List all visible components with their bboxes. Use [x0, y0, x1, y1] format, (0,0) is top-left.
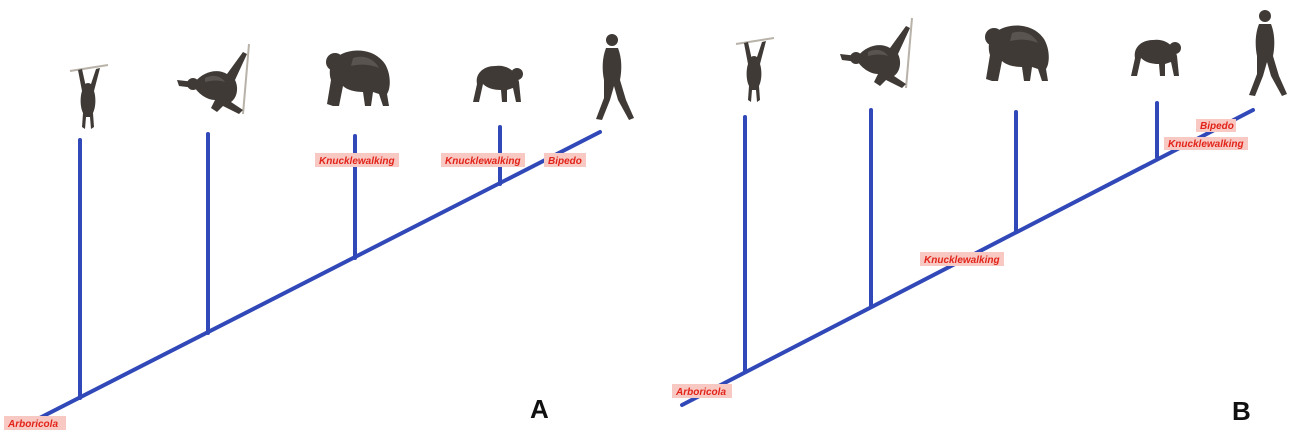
gorilla-icon	[985, 25, 1049, 81]
svg-text:Knucklewalking: Knucklewalking	[445, 156, 521, 167]
human-icon	[596, 34, 634, 120]
panel-a-letter: A	[530, 394, 549, 424]
gibbon-icon	[735, 37, 775, 103]
chimpanzee-icon	[473, 65, 523, 103]
svg-text:Bipedo: Bipedo	[548, 156, 582, 167]
panel-b: Arboricola Knucklewalking Bipedo Knuckle…	[672, 10, 1287, 426]
panel-b-label-root: Arboricola	[672, 384, 732, 398]
panel-a-main-trunk	[18, 130, 602, 430]
svg-text:Bipedo: Bipedo	[1200, 121, 1234, 132]
panel-a-label-bipedal: Bipedo	[544, 153, 586, 167]
svg-text:Knucklewalking: Knucklewalking	[924, 255, 1000, 266]
gorilla-icon	[326, 50, 390, 106]
human-icon	[1249, 10, 1287, 96]
panel-b-label-bipedal: Bipedo	[1196, 119, 1236, 132]
chimpanzee-icon	[1131, 39, 1181, 77]
svg-text:Arboricola: Arboricola	[675, 387, 726, 398]
panel-a: Arboricola Knucklewalking Knucklewalking…	[4, 34, 634, 430]
orangutan-icon	[176, 43, 250, 115]
orangutan-icon	[839, 17, 913, 89]
panel-a-label-knucklewalking-gorilla: Knucklewalking	[315, 153, 399, 167]
svg-text:Arboricola: Arboricola	[7, 419, 58, 430]
gibbon-icon	[69, 64, 109, 130]
svg-text:Knucklewalking: Knucklewalking	[319, 156, 395, 167]
panel-b-label-knucklewalking-chimp: Knucklewalking	[1164, 137, 1248, 150]
panel-b-label-knucklewalking-shared: Knucklewalking	[920, 252, 1004, 266]
svg-text:Knucklewalking: Knucklewalking	[1168, 139, 1244, 150]
panel-a-label-knucklewalking-chimp: Knucklewalking	[441, 153, 525, 167]
panel-a-label-root: Arboricola	[4, 416, 66, 430]
panel-b-letter: B	[1232, 396, 1251, 426]
